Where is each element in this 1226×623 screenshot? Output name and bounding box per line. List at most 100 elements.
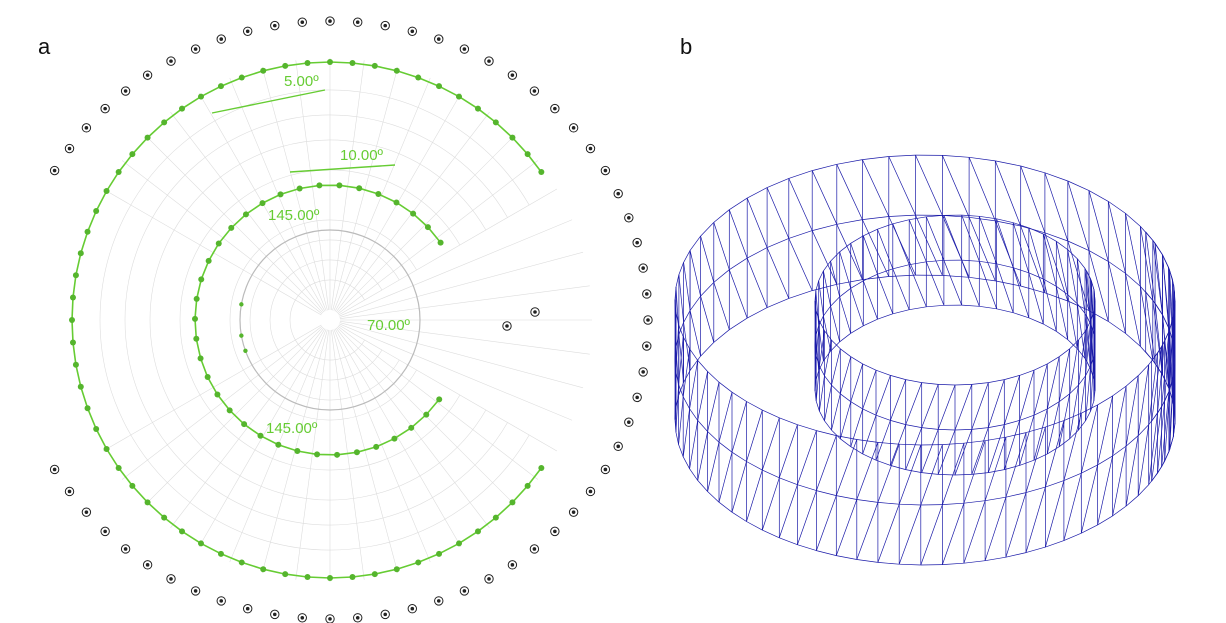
mesh-diagonal	[718, 452, 733, 503]
support-dot	[300, 20, 305, 25]
outer-green-arc-node	[304, 574, 311, 581]
mesh-top-chord	[697, 360, 708, 372]
angle-labels: 5.00º 10.00º 145.00º 70.00º 145.00º	[266, 73, 411, 437]
chord-inner	[289, 164, 396, 173]
mesh-bottom-chord	[942, 275, 970, 278]
mesh-bottom-chord	[674, 406, 677, 420]
mesh-diagonal	[713, 222, 730, 270]
support-dot	[410, 29, 415, 34]
mesh-mid-chord	[988, 424, 1005, 428]
mesh-bottom-chord	[1067, 339, 1078, 349]
mesh-top-chord	[831, 339, 841, 350]
mesh-diagonal	[1140, 226, 1154, 301]
mesh-top-chord	[797, 424, 817, 431]
mesh-diagonal	[675, 286, 680, 335]
inner-green-arc-node	[242, 211, 249, 218]
mesh-mid-chord	[961, 259, 980, 262]
mesh-diagonal	[890, 379, 907, 421]
outer-green-arc-node	[103, 446, 110, 452]
outer-green-arc-node	[492, 514, 499, 521]
mesh-diagonal	[1045, 420, 1065, 488]
mesh-diagonal	[856, 442, 879, 500]
support-dot	[588, 146, 593, 151]
mesh-bottom-chord	[996, 308, 1014, 314]
mesh-diagonal	[892, 268, 910, 310]
grid-ring	[124, 114, 508, 526]
mesh-diagonal	[1025, 487, 1046, 553]
grid-spoke	[295, 329, 329, 580]
mesh-diagonal	[1173, 360, 1176, 437]
mesh-bottom-chord	[1063, 532, 1082, 541]
mesh-top-chord	[905, 379, 922, 383]
mesh-diagonal	[1125, 435, 1139, 507]
mesh-diagonal	[968, 217, 996, 282]
mesh-diagonal	[728, 269, 748, 319]
mesh-top-chord	[1169, 269, 1175, 286]
mesh-diagonal	[943, 260, 963, 306]
mesh-bottom-chord	[747, 307, 768, 319]
grid-ring	[229, 219, 417, 421]
mesh-bottom-chord	[890, 465, 906, 470]
mesh-bottom-chord	[823, 350, 831, 362]
mesh-diagonal	[788, 238, 813, 291]
mesh-diagonal	[968, 157, 996, 222]
mesh-bottom-chord	[1125, 333, 1141, 347]
mesh-diagonal	[856, 502, 879, 560]
panel-b-3d-mesh	[674, 154, 1176, 566]
mesh-top-chord	[1090, 278, 1095, 290]
mesh-mid-chord	[1013, 267, 1029, 274]
mesh-diagonal	[971, 382, 989, 430]
mesh-diagonal	[984, 437, 1007, 501]
support-dot	[145, 563, 150, 567]
mesh-diagonal	[818, 325, 824, 361]
mesh-bottom-chord	[938, 474, 956, 476]
mesh-bottom-chord	[689, 468, 698, 481]
mesh-mid-chord	[1058, 393, 1070, 402]
mesh-diagonal	[824, 385, 832, 421]
mesh-diagonal	[862, 159, 890, 217]
mesh-bottom-chord	[850, 446, 863, 455]
outer-green-arc-node	[349, 574, 356, 581]
inner-green-arc-node	[391, 435, 398, 442]
mesh-diagonal	[1125, 213, 1141, 287]
mesh-diagonal	[1033, 408, 1048, 461]
mesh-diagonal	[678, 396, 684, 445]
mesh-bottom-chord	[819, 410, 825, 421]
mesh-top-chord	[942, 155, 970, 158]
inner-green-arc-node	[353, 449, 360, 456]
mesh-mid-chord	[697, 420, 708, 432]
green-nodes	[69, 59, 545, 581]
mesh-diagonal	[1003, 420, 1020, 470]
inner-green-arc-node	[193, 335, 200, 342]
mesh-mid-chord	[823, 305, 831, 317]
mesh-top-chord	[1084, 268, 1091, 279]
mesh-bottom-chord	[836, 555, 857, 560]
mesh-bottom-chord	[675, 394, 680, 408]
mesh-mid-chord	[1168, 376, 1174, 392]
mesh-top-chord	[954, 384, 972, 386]
support-dot	[571, 126, 576, 130]
mesh-bottom-chord	[815, 370, 820, 381]
outer-green-arc-node	[144, 134, 151, 141]
radial-grid	[99, 58, 592, 582]
support-dot	[355, 20, 360, 25]
mesh-top-chord	[766, 178, 789, 188]
support-dot	[355, 615, 360, 620]
grid-spoke	[102, 324, 322, 452]
support-dot	[487, 59, 491, 63]
mesh-diagonal	[835, 439, 858, 496]
grid-ring	[249, 239, 400, 401]
support-dot	[553, 106, 557, 111]
inner-green-arc-node	[373, 443, 380, 450]
mesh-diagonal	[707, 442, 720, 492]
mesh-mid-chord	[888, 214, 916, 217]
outer-mesh-band-front	[689, 154, 1176, 482]
support-dot	[627, 215, 631, 220]
mesh-diagonal	[815, 366, 820, 402]
mesh-diagonal	[1067, 294, 1078, 349]
mesh-top-chord	[1013, 222, 1029, 229]
mesh-bottom-chord	[979, 305, 997, 310]
mesh-top-chord	[762, 409, 780, 419]
mesh-top-chord	[863, 228, 878, 237]
mesh-diagonal	[1090, 323, 1095, 380]
